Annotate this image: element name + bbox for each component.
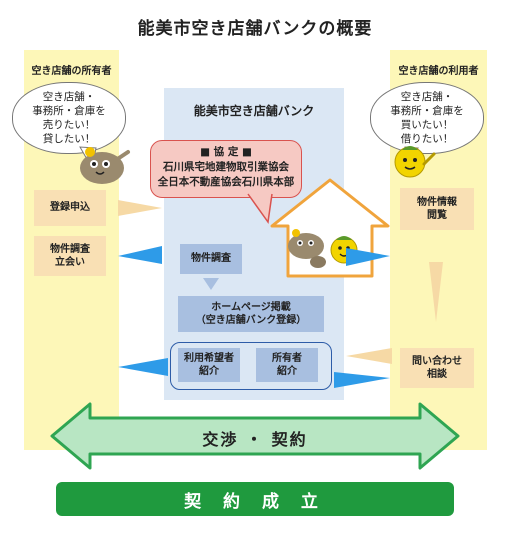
agreement-box: ■ 協 定 ■ 石川県宅地建物取引業協会 全日本不動産協会石川県本部 <box>150 140 302 198</box>
owner-column-header: 空き店舗の所有者 <box>31 66 112 77</box>
survey-to-homepage-arrow <box>203 278 219 290</box>
agreement-line: 石川県宅地建物取引業協会 <box>163 161 289 174</box>
registration-label: 登録申込 <box>50 202 90 214</box>
user-bubble-line: 買いたい！ <box>400 119 454 131</box>
registration-arrow <box>118 200 162 216</box>
contract-bar: 契 約 成 立 <box>56 482 454 516</box>
owner-introduction-line: 所有者 <box>272 352 302 364</box>
negotiation-arrow <box>50 402 460 470</box>
user-bubble-line: 事務所・倉庫を <box>390 104 464 117</box>
inquiry-arrow <box>346 348 392 364</box>
owner-bubble-line: 事務所・倉庫を <box>32 104 106 117</box>
owner-intro-to-user-arrow <box>334 372 390 388</box>
user-introduction-line: 紹介 <box>199 366 219 377</box>
homepage-listing-line: （空き店舗バンク登録） <box>195 315 307 326</box>
owner-introduction-line: 紹介 <box>277 366 297 377</box>
owner-introduction-box: 所有者 紹介 <box>256 348 318 382</box>
survey-attendance-line: 物件調査 <box>50 243 90 255</box>
owner-bubble-line: 貸したい！ <box>42 133 96 146</box>
homepage-listing-line: ホームページ掲載 <box>211 301 291 313</box>
user-bubble-line: 借りたい！ <box>400 133 454 146</box>
property-survey-box: 物件調査 <box>180 244 242 274</box>
inquiry-line: 相談 <box>427 369 447 380</box>
owner-mascot-icon <box>80 147 130 184</box>
owner-bubble-line: 空き店舗・ <box>42 90 96 103</box>
survey-attendance-box: 物件調査 立会い <box>34 236 106 276</box>
contract-label: 契 約 成 立 <box>184 491 326 512</box>
user-speech-bubble: 空き店舗・ 事務所・倉庫を 買いたい！ 借りたい！ <box>370 82 484 154</box>
user-bubble-line: 空き店舗・ <box>400 90 454 103</box>
inquiry-line: 問い合わせ <box>412 355 462 367</box>
survey-attendance-arrow <box>118 246 162 264</box>
negotiation-label: 交渉 ・ 契約 <box>202 430 308 449</box>
browse-info-line: 閲覧 <box>427 210 447 221</box>
registration-box: 登録申込 <box>34 190 106 226</box>
property-survey-label: 物件調査 <box>191 253 231 265</box>
owner-speech-bubble: 空き店舗・ 事務所・倉庫を 売りたい！ 貸したい！ <box>12 82 126 154</box>
user-introduction-line: 利用希望者 <box>184 352 234 364</box>
user-intro-to-owner-arrow <box>118 358 168 376</box>
user-introduction-box: 利用希望者 紹介 <box>178 348 240 382</box>
homepage-listing-box: ホームページ掲載 （空き店舗バンク登録） <box>178 296 324 332</box>
owner-bubble-line: 売りたい！ <box>42 119 96 131</box>
user-column-header: 空き店舗の利用者 <box>398 66 479 77</box>
browse-info-box: 物件情報 閲覧 <box>400 188 474 230</box>
browse-down-arrow <box>429 262 443 322</box>
browse-info-line: 物件情報 <box>417 196 457 208</box>
homepage-to-user-arrow <box>346 248 390 266</box>
diagram-title: 能美市空き店舗バンクの概要 <box>137 19 373 39</box>
introduction-group <box>170 342 332 390</box>
bank-title: 能美市空き店舗バンク <box>193 104 315 118</box>
agreement-line: 全日本不動産協会石川県本部 <box>157 176 295 189</box>
user-mascot-icon <box>394 146 436 178</box>
inquiry-box: 問い合わせ 相談 <box>400 348 474 388</box>
survey-attendance-line: 立会い <box>55 257 85 268</box>
agreement-heading: ■ 協 定 ■ <box>200 146 252 158</box>
